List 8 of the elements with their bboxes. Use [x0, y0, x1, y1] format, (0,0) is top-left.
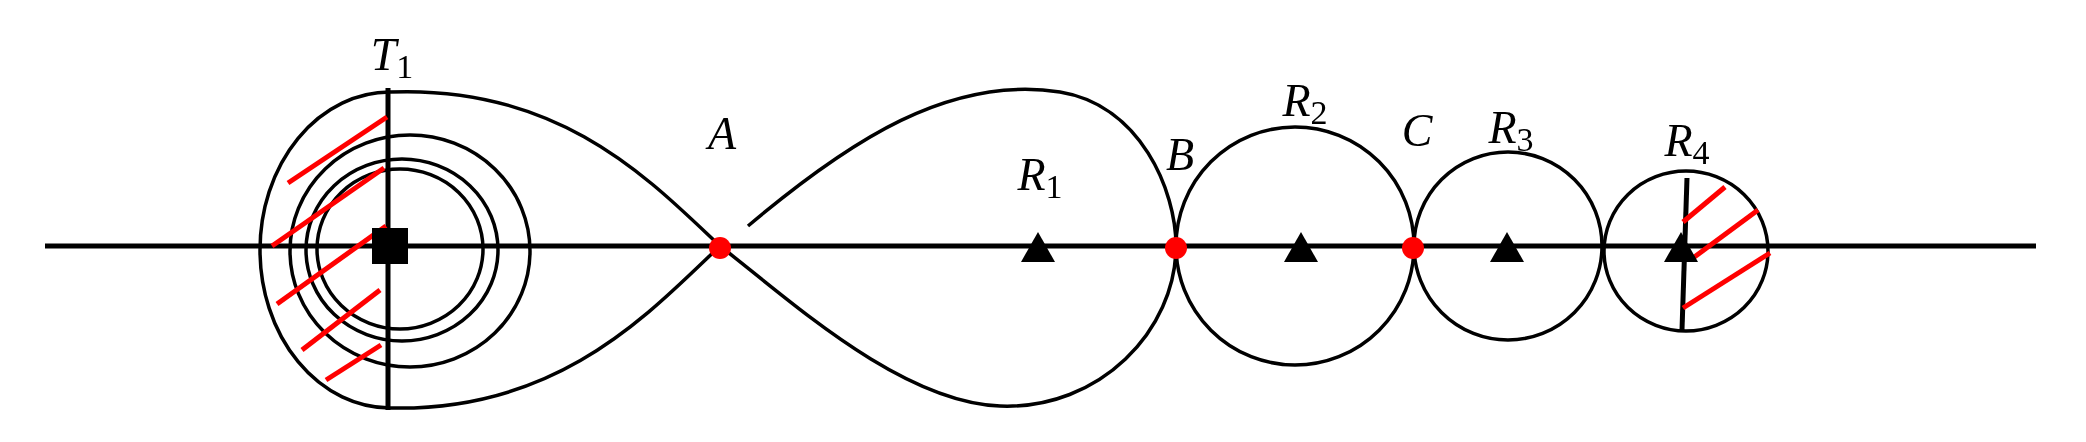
point-label: R$_{4}$ — [1664, 118, 1710, 170]
point-label: R$_{1}$ — [1017, 152, 1063, 204]
point-label: T$_{1}$ — [370, 32, 414, 84]
point-label: R$_{2}$ — [1282, 78, 1328, 130]
point-label: B — [1165, 132, 1195, 178]
point-label: R$_{3}$ — [1488, 105, 1534, 157]
point-label: A — [707, 111, 737, 157]
point-label: C — [1401, 108, 1433, 154]
